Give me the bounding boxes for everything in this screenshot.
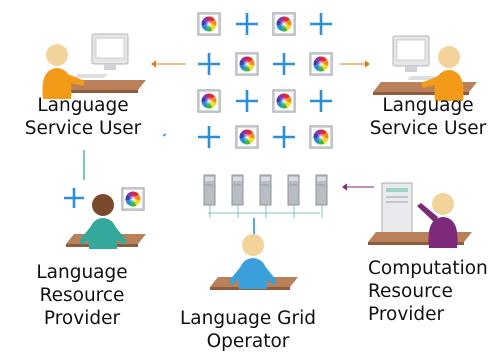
label-language-resource-provider: Language Resource Provider <box>22 261 142 330</box>
server-icon <box>287 174 300 206</box>
label-language-grid-operator: Language Grid Operator <box>178 307 318 353</box>
plus-icon <box>310 90 332 112</box>
person-icon <box>42 44 85 99</box>
person-icon <box>421 46 464 101</box>
language-resource-provider <box>64 187 146 249</box>
label-line: Resource <box>368 281 453 302</box>
person-icon <box>417 193 458 248</box>
person-icon <box>229 234 277 289</box>
language-service-icon <box>235 125 259 149</box>
plus-icon <box>198 126 220 148</box>
label-line: Language <box>37 95 129 116</box>
label-line: Provider <box>368 304 445 325</box>
server-icon <box>315 174 328 206</box>
person-icon <box>79 194 127 249</box>
label-service-user-right: Language Service User <box>357 94 499 140</box>
language-service-icon <box>309 52 333 76</box>
computation-resource-provider <box>368 182 472 248</box>
label-line: Language Grid <box>179 308 316 329</box>
plus-icon <box>236 90 258 112</box>
label-line: Provider <box>43 308 121 329</box>
computer-icon <box>392 35 441 80</box>
arrow-icon <box>365 60 370 68</box>
language-service-icon <box>121 187 145 211</box>
service-grid <box>197 12 333 149</box>
figures <box>42 33 477 290</box>
connector-lines <box>83 60 374 240</box>
label-computation-resource-provider: Computation Resource Provider <box>368 257 502 326</box>
plus-icon <box>310 13 332 35</box>
label-line: Language <box>36 262 128 283</box>
language-service-icon <box>197 89 221 113</box>
label-line: Resource <box>39 285 125 306</box>
server-rack <box>203 174 328 206</box>
server-icon <box>203 174 216 206</box>
language-service-icon <box>272 12 296 36</box>
service-user-left <box>42 33 146 99</box>
label-line: Operator <box>206 331 290 352</box>
plus-icon <box>236 13 258 35</box>
server-icon <box>231 174 244 206</box>
language-service-icon <box>309 125 333 149</box>
language-grid-operator <box>210 234 298 290</box>
plus-icon <box>273 53 295 75</box>
plus-icon <box>198 53 220 75</box>
service-user-right <box>373 35 477 101</box>
language-service-icon <box>272 89 296 113</box>
label-line: Service User <box>369 118 487 139</box>
language-service-icon <box>197 12 221 36</box>
plus-icon <box>273 126 295 148</box>
label-service-user-left: Language Service User <box>18 94 148 140</box>
arrow-icon <box>342 183 347 191</box>
computer-icon <box>74 33 129 78</box>
language-service-icon <box>235 52 259 76</box>
arrow-icon <box>151 60 156 68</box>
plus-icon <box>64 188 84 208</box>
server-icon <box>259 174 272 206</box>
label-line: Service User <box>24 118 142 139</box>
label-line: Language <box>382 95 474 116</box>
label-line: Computation <box>368 258 488 279</box>
